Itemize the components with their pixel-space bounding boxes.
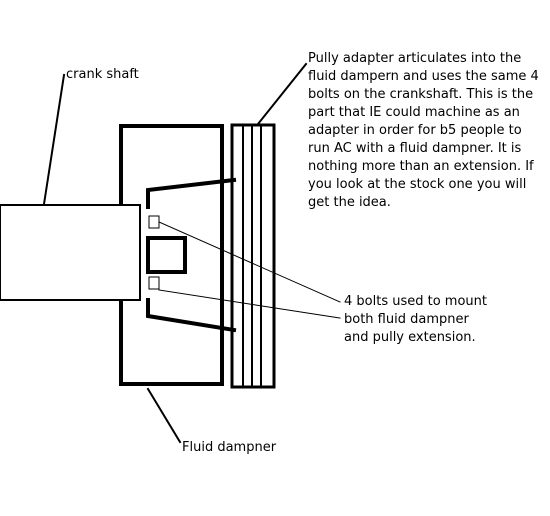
- bolts-note-line: both fluid dampner: [344, 312, 469, 327]
- pulley-adapter-note-line: get the idea.: [308, 195, 391, 210]
- bolt-head-lower: [148, 276, 160, 290]
- bolts-note-line: and pully extension.: [344, 330, 476, 345]
- pulley-adapter-note: Pully adapter articulates into the fluid…: [308, 50, 539, 212]
- pulley-adapter-note-line: you look at the stock one you will: [308, 177, 527, 192]
- crankshaft-body: [0, 204, 141, 301]
- pulley-adapter-note-line: nothing more than an extension. If: [308, 159, 534, 174]
- pulley-adapter-note-line: fluid dampern and uses the same 4: [308, 69, 539, 84]
- bolts-note: 4 bolts used to mount both fluid dampner…: [344, 293, 487, 347]
- fluid-damper-label: Fluid dampner: [182, 440, 277, 455]
- leader-line-crankshaft: [42, 73, 66, 206]
- leader-line-bolt-upper: [158, 221, 341, 303]
- bolts-note-line: 4 bolts used to mount: [344, 294, 487, 309]
- pulley-adapter-note-line: part that IE could machine as an: [308, 105, 520, 120]
- leader-line-pulley-adapter: [256, 62, 308, 126]
- pulley-adapter-note-line: Pully adapter articulates into the: [308, 51, 522, 66]
- center-boss: [146, 236, 187, 274]
- pulley-adapter-note-line: adapter in order for b5 people to: [308, 123, 522, 138]
- leader-line-bolt-lower: [158, 289, 341, 319]
- pulley-adapter-note-line: run AC with a fluid dampner. It is: [308, 141, 522, 156]
- bolt-head-upper: [148, 215, 160, 229]
- leader-line-fluid-damper: [146, 387, 182, 444]
- pulley-adapter-note-line: bolts on the crankshaft. This is the: [308, 87, 534, 102]
- pulley-adapter-top: [146, 177, 237, 209]
- pulley-adapter-bottom: [146, 298, 237, 333]
- crankshaft-label: crank shaft: [66, 67, 139, 82]
